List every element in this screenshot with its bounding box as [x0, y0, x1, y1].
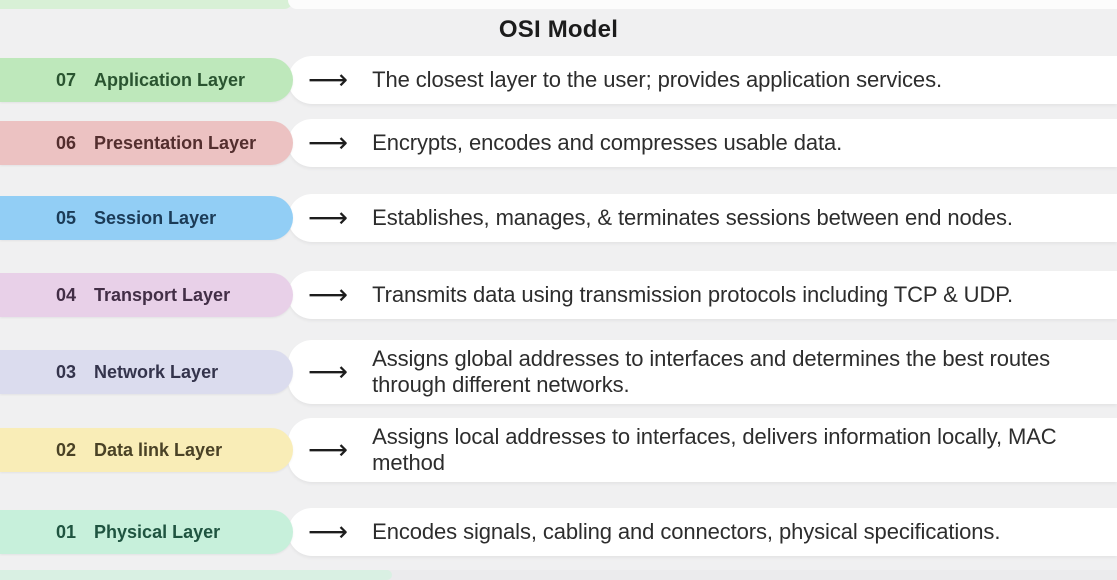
layer-number: 02 [56, 439, 77, 460]
layer-number: 03 [56, 361, 77, 382]
layer-row-session: ⟶ Establishes, manages, & terminates ses… [0, 194, 1117, 242]
cropped-card-fragment-top [288, 0, 1117, 9]
layer-row-transport: ⟶ Transmits data using transmission prot… [0, 271, 1117, 319]
description-card: ⟶ Transmits data using transmission prot… [288, 271, 1117, 319]
right-arrow-icon: ⟶ [308, 201, 349, 234]
description-card: ⟶ The closest layer to the user; provide… [288, 56, 1117, 104]
right-arrow-icon: ⟶ [308, 126, 349, 159]
layer-description: Encrypts, encodes and compresses usable … [372, 130, 843, 156]
layer-description: Encodes signals, cabling and connectors,… [372, 519, 1001, 545]
cropped-pill-fragment-bottom [0, 570, 392, 580]
layer-number: 05 [56, 207, 77, 228]
layer-name: Presentation Layer [94, 132, 257, 153]
layer-row-presentation: ⟶ Encrypts, encodes and compresses usabl… [0, 119, 1117, 167]
layer-number: 04 [56, 284, 77, 305]
right-arrow-icon: ⟶ [308, 63, 349, 96]
cropped-row-fragment-bottom [0, 570, 1117, 580]
cropped-pill-fragment-top [0, 0, 293, 9]
description-card: ⟶ Encodes signals, cabling and connector… [288, 508, 1117, 556]
layer-description: Transmits data using transmission protoc… [372, 282, 1013, 308]
description-card: ⟶ Encrypts, encodes and compresses usabl… [288, 119, 1117, 167]
layer-name: Network Layer [94, 361, 219, 382]
description-card: ⟶ Assigns global addresses to interfaces… [288, 340, 1117, 404]
layer-description: Assigns global addresses to interfaces a… [372, 346, 1051, 397]
layer-name: Transport Layer [94, 284, 231, 305]
right-arrow-icon: ⟶ [308, 433, 349, 466]
layer-name: Physical Layer [94, 521, 221, 542]
page-title: OSI Model [498, 16, 619, 43]
layer-pill-session: 05 Session Layer [0, 196, 293, 240]
layer-description: The closest layer to the user; provides … [372, 67, 942, 93]
description-card: ⟶ Assigns local addresses to interfaces,… [288, 418, 1117, 482]
right-arrow-icon: ⟶ [308, 278, 349, 311]
layer-row-application: ⟶ The closest layer to the user; provide… [0, 56, 1117, 104]
layer-row-datalink: ⟶ Assigns local addresses to interfaces,… [0, 418, 1117, 482]
layer-description: Assigns local addresses to interfaces, d… [372, 424, 1057, 475]
description-card: ⟶ Establishes, manages, & terminates ses… [288, 194, 1117, 242]
layer-name: Application Layer [94, 69, 246, 90]
layer-pill-presentation: 06 Presentation Layer [0, 121, 293, 165]
layer-row-physical: ⟶ Encodes signals, cabling and connector… [0, 508, 1117, 556]
layer-number: 07 [56, 69, 77, 90]
layer-number: 06 [56, 132, 77, 153]
right-arrow-icon: ⟶ [308, 515, 349, 548]
layer-pill-application: 07 Application Layer [0, 58, 293, 102]
layer-name: Data link Layer [94, 439, 223, 460]
layer-pill-physical: 01 Physical Layer [0, 510, 293, 554]
right-arrow-icon: ⟶ [308, 355, 349, 388]
layer-pill-transport: 04 Transport Layer [0, 273, 293, 317]
layer-pill-datalink: 02 Data link Layer [0, 428, 293, 472]
layer-row-network: ⟶ Assigns global addresses to interfaces… [0, 340, 1117, 404]
layer-pill-network: 03 Network Layer [0, 350, 293, 394]
layer-description: Establishes, manages, & terminates sessi… [372, 205, 1013, 231]
layer-name: Session Layer [94, 207, 217, 228]
layer-number: 01 [56, 521, 77, 542]
